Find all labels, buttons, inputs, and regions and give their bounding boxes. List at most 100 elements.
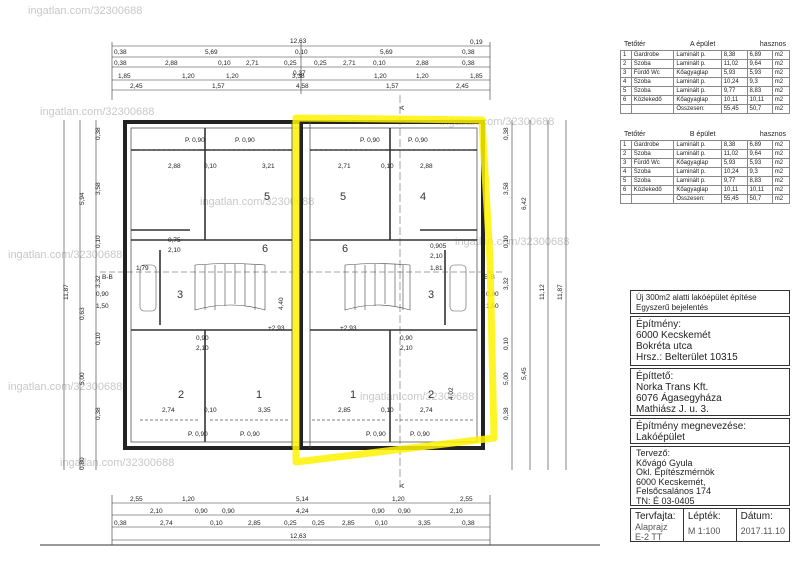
room-cell: Laminált p. [673, 140, 722, 150]
table-a-title: A épület [690, 41, 716, 48]
dim-label: 0,38 [462, 520, 475, 527]
scale-label: Lépték: [687, 511, 721, 522]
dim-label: 2,55 [460, 496, 473, 503]
dim-label: 0,37 [293, 70, 306, 77]
room-cell: 5,93 [746, 68, 773, 78]
dim-label: 0,38 [462, 60, 475, 67]
site-line: Hrsz.: Belterület 10315 [636, 352, 738, 363]
dim-label: 2,10 [150, 508, 163, 515]
room-cell: 1 [620, 50, 632, 60]
drawing-info-footer: Tervfajta: Alaprajz E-2 TT Lépték: M 1:1… [630, 508, 790, 542]
table-b-col1: Tetőtér [624, 131, 646, 138]
room-cell: m2 [771, 140, 791, 150]
room-number: 5 [340, 191, 346, 203]
dim-label: 2,71 [246, 60, 259, 67]
room-cell: 11,02 [720, 59, 748, 69]
dim-label: 0,90 [400, 335, 413, 342]
room-cell: m2 [771, 167, 791, 177]
room-cell: Fürdő Wc [630, 68, 675, 78]
dim-label: 2,10 [400, 345, 413, 352]
watermark-layer: ingatlan.com/32300688 ingatlan.com/32300… [8, 5, 569, 469]
dim-label: 0,38 [503, 127, 510, 140]
dim-label: 0,38 [114, 49, 127, 56]
date-cell: Dátum: 2017.11.10 [737, 509, 789, 541]
room-cell: 4 [620, 167, 632, 177]
side-dimensions [63, 120, 567, 470]
dim-label: 11,87 [63, 284, 70, 300]
door-label: P. 0,90 [240, 431, 260, 438]
room-cell: 10,11 [720, 185, 748, 195]
table-a-col1: Tetőtér [624, 41, 646, 48]
dim-label: 2,10 [430, 253, 443, 260]
door-label: P. 0,90 [408, 137, 428, 144]
room-cell: m2 [771, 68, 791, 78]
dim-label: 1,20 [416, 73, 429, 80]
watermark-text: ingatlan.com/32300688 [360, 391, 474, 403]
dim-label: 0,80 [79, 457, 86, 470]
dim-label: 0,10 [503, 337, 510, 350]
room-cell: 2 [620, 59, 632, 69]
dim-label: 2,10 [168, 247, 181, 254]
builder-line: Norka Trans Kft. [636, 382, 709, 393]
watermark-text: ingatlan.com/32300688 [8, 249, 122, 261]
dim-label: 2,71 [338, 163, 351, 170]
project-line: Egyszerű bejelentés [636, 303, 709, 312]
dim-label: 0,38 [114, 520, 127, 527]
room-cell: 9,3 [746, 167, 773, 177]
door-label: P. 0,90 [188, 431, 208, 438]
dim-label: 2,74 [162, 407, 175, 414]
dim-label: 5,45 [521, 367, 528, 380]
table-b-title: B épület [689, 131, 716, 138]
room-cell: Kőagyaglap [673, 158, 722, 168]
dim-label: 1,57 [386, 83, 399, 90]
dim-label: 5,69 [205, 49, 218, 56]
room-cell: 6 [620, 95, 632, 105]
dim-label: 2,85 [342, 520, 355, 527]
room-cell: m2 [771, 176, 791, 186]
dim-label: 2,88 [165, 60, 178, 67]
room-cell: 10,11 [746, 185, 773, 195]
room-cell [630, 194, 675, 204]
room-number: 3 [428, 289, 434, 301]
scale-cell: Lépték: M 1:100 [684, 509, 737, 541]
dim-label: 0,10 [381, 163, 394, 170]
room-number: 6 [342, 243, 348, 255]
room-cell: 6 [620, 185, 632, 195]
room-cell: Kőagyaglap [673, 68, 722, 78]
date-label: Dátum: [740, 511, 773, 522]
room-numbers: 5 5 4 6 6 3 3 2 1 1 2 [177, 191, 434, 401]
site-line: Bokréta utca [636, 341, 693, 352]
drawing-kind-value: Alaprajz [635, 522, 668, 532]
dim-label: 3,32 [95, 275, 102, 288]
dim-label: 0,10 [503, 235, 510, 248]
dim-label: 3,21 [262, 163, 275, 170]
room-cell: 8,38 [720, 50, 748, 60]
table-a-header: Tetőtér A épület hasznos [620, 40, 790, 50]
dim-label: 1,20 [182, 73, 195, 80]
site-label: Építmény: [636, 319, 682, 330]
designer-box: Tervező: Kővágó Gyula Okl. Építészmérnök… [630, 446, 790, 506]
top-dimension-labels: 12,63 0,38 5,69 0,10 5,69 0,38 0,19 0,38… [114, 38, 483, 90]
dim-label: 0,905 [430, 243, 447, 250]
dim-label: 4,24 [296, 508, 309, 515]
designer-line: Felsőcsalános 174 [636, 486, 712, 496]
door-label: P. 0,90 [360, 137, 380, 144]
room-cell: m2 [771, 104, 791, 114]
room-cell: 3 [620, 158, 632, 168]
scale-value: M 1:100 [687, 526, 721, 536]
dim-label: 12,63 [290, 533, 307, 540]
section-label: A [399, 483, 406, 488]
room-cell: 5 [620, 176, 632, 186]
dim-label: 5,14 [296, 496, 309, 503]
dim-label: 2,74 [420, 407, 433, 414]
roof-windows [140, 149, 475, 421]
